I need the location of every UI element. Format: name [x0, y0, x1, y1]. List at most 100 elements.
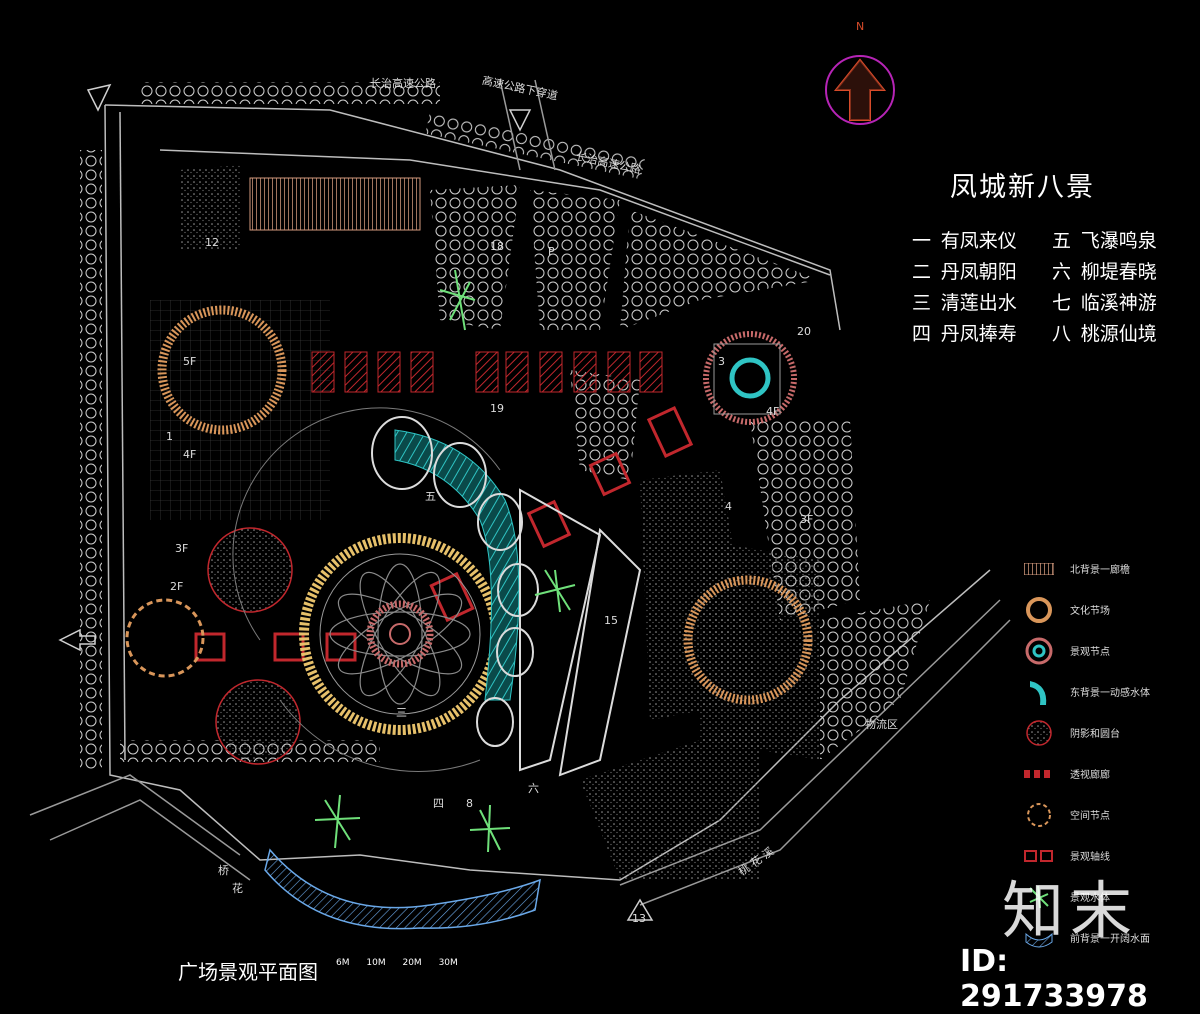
- scale-tick: 30M: [438, 958, 458, 968]
- legend-label: 北背景一廊檐: [1070, 565, 1130, 576]
- legend-label: 阴影和圆台: [1070, 729, 1120, 740]
- red-frame-icon: [1022, 839, 1056, 873]
- scene-text: 丹凤捧寿: [940, 323, 1017, 345]
- legend-item: 景观水体: [1022, 876, 1192, 917]
- shade-discs: [207, 527, 301, 765]
- scene-text: 桃源仙境: [1080, 323, 1157, 345]
- legend-item: 景观节点: [1022, 630, 1192, 671]
- scale-tick: 6M: [336, 958, 350, 968]
- scene-num: 三: [912, 292, 932, 314]
- label-13: 13: [632, 912, 646, 925]
- paving-areas: [150, 165, 820, 880]
- label-1: 1: [166, 430, 173, 443]
- watermark-brand: 知末: [1002, 874, 1139, 947]
- compass-north-label: N: [856, 20, 865, 33]
- legend-label: 前背景一开阔水面: [1070, 934, 1150, 945]
- north-corridor: [249, 177, 421, 231]
- dashed-circle-icon: [1022, 798, 1056, 832]
- watermark-id: ID: 291733978: [960, 944, 1148, 1014]
- legend: 北背景一廊檐 文化节场 景观节点 东背景一动感水体 阴影和圆台 透视廊廊 空: [1022, 548, 1192, 958]
- culture-rings: [157, 305, 813, 705]
- scene-text: 有凤来仪: [940, 230, 1017, 252]
- label-3f-right: 3F: [800, 513, 814, 526]
- scene-num: 五: [1052, 230, 1072, 252]
- plan-caption: 广场景观平面图: [178, 960, 318, 984]
- red-dash-icon: [1022, 757, 1056, 791]
- green-tree-icon: [1022, 880, 1056, 914]
- scene-row: 二 丹凤朝阳 六 柳堤春晓: [912, 255, 1192, 286]
- legend-label: 透视廊廊: [1070, 770, 1110, 781]
- landscape-axis: [194, 405, 694, 662]
- label-12: 12: [205, 236, 219, 249]
- legend-item: 东背景一动感水体: [1022, 671, 1192, 712]
- scene-num: 七: [1052, 292, 1072, 314]
- scene-num: 八: [1052, 323, 1072, 345]
- legend-item: 前背景一开阔水面: [1022, 917, 1192, 958]
- entrance-arrows: [58, 83, 654, 921]
- legend-item: 景观轴线: [1022, 835, 1192, 876]
- label-5f: 5F: [183, 355, 197, 368]
- blade-walls: [519, 488, 642, 777]
- legend-item: 空间节点: [1022, 794, 1192, 835]
- label-bridge-left: 桥: [218, 864, 229, 877]
- legend-label: 空间节点: [1070, 811, 1110, 822]
- site-boundary: [104, 104, 991, 881]
- hatch-bar-icon: [1022, 552, 1056, 586]
- legend-item: 阴影和圆台: [1022, 712, 1192, 753]
- legend-label: 文化节场: [1070, 606, 1110, 617]
- orange-ring-icon: [1022, 593, 1056, 627]
- label-wu: 五: [425, 490, 436, 503]
- scenes-title: 凤城新八景: [950, 172, 1095, 203]
- label-15: 15: [604, 614, 618, 627]
- red-teal-ring-icon: [1022, 634, 1056, 668]
- river: [264, 848, 541, 930]
- label-3: 3: [718, 355, 725, 368]
- scene-row: 一 有凤来仪 五 飞瀑鸣泉: [912, 224, 1192, 255]
- roads: [29, 79, 1011, 906]
- scene-text: 丹凤朝阳: [940, 261, 1017, 283]
- label-4: 4: [725, 500, 732, 513]
- label-18: 18: [490, 240, 504, 253]
- water-feature: [371, 416, 539, 747]
- legend-item: 透视廊廊: [1022, 753, 1192, 794]
- legend-label: 东背景一动感水体: [1070, 688, 1150, 699]
- legend-label: 景观水体: [1070, 893, 1110, 904]
- scenes-list: 一 有凤来仪 五 飞瀑鸣泉 二 丹凤朝阳 六 柳堤春晓 三 清莲出水 七 临溪神…: [912, 224, 1192, 348]
- scenic-nodes: [703, 331, 797, 425]
- legend-label: 景观节点: [1070, 647, 1110, 658]
- spatial-nodes: [125, 598, 205, 678]
- label-san: 三: [396, 706, 407, 719]
- label-4f-right: 4F: [766, 405, 780, 418]
- scene-num: 四: [912, 323, 932, 345]
- label-bridge-left-2: 花: [232, 882, 243, 895]
- label-4f-left: 4F: [183, 448, 197, 461]
- label-3f: 3F: [175, 542, 189, 555]
- scene-num: 一: [912, 230, 932, 252]
- scene-num: 六: [1052, 261, 1072, 283]
- label-2f: 2F: [170, 580, 184, 593]
- scene-text: 柳堤春晓: [1080, 261, 1157, 283]
- label-logistics: 物流区: [865, 718, 898, 731]
- label-p: P: [548, 245, 555, 258]
- feature-trees: [314, 269, 576, 853]
- road-label-expressway: 长治高速公路: [370, 77, 436, 90]
- scale-tick: 20M: [402, 958, 422, 968]
- scene-row: 三 清莲出水 七 临溪神游: [912, 286, 1192, 317]
- label-8: 8: [466, 797, 473, 810]
- scene-num: 二: [912, 261, 932, 283]
- label-si: 四: [433, 797, 444, 810]
- legend-item: 文化节场: [1022, 589, 1192, 630]
- scale-bar: 6M 10M 20M 30M: [336, 958, 472, 968]
- label-19: 19: [490, 402, 504, 415]
- red-dot-disc-icon: [1022, 716, 1056, 750]
- legend-item: 北背景一廊檐: [1022, 548, 1192, 589]
- scene-text: 临溪神游: [1080, 292, 1157, 314]
- teal-arc-icon: [1022, 675, 1056, 709]
- blue-water-icon: [1022, 921, 1056, 955]
- scale-tick: 10M: [366, 958, 386, 968]
- compass: [825, 55, 895, 125]
- perspective-corridor: [311, 351, 663, 393]
- scene-text: 清莲出水: [940, 292, 1017, 314]
- legend-label: 景观轴线: [1070, 852, 1110, 863]
